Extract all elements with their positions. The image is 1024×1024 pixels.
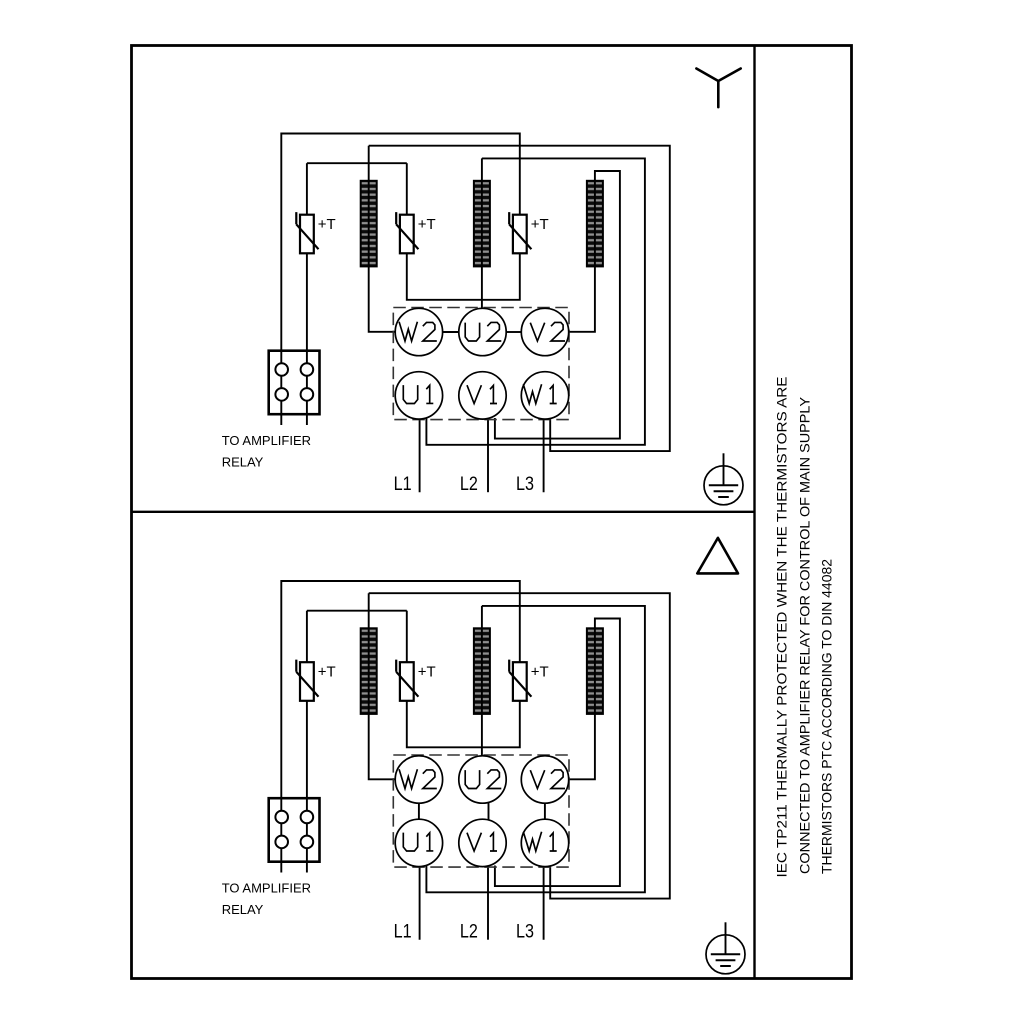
svg-text:IEC TP211 THERMALLY PROTECTED: IEC TP211 THERMALLY PROTECTED WHEN THE T… [773, 377, 789, 878]
svg-text:THERMISTORS PTC ACCORDING TO D: THERMISTORS PTC ACCORDING TO DIN 44082 [819, 559, 835, 874]
svg-text:CONNECTED TO AMPLIFIER RELAY F: CONNECTED TO AMPLIFIER RELAY FOR CONTROL… [796, 396, 812, 874]
